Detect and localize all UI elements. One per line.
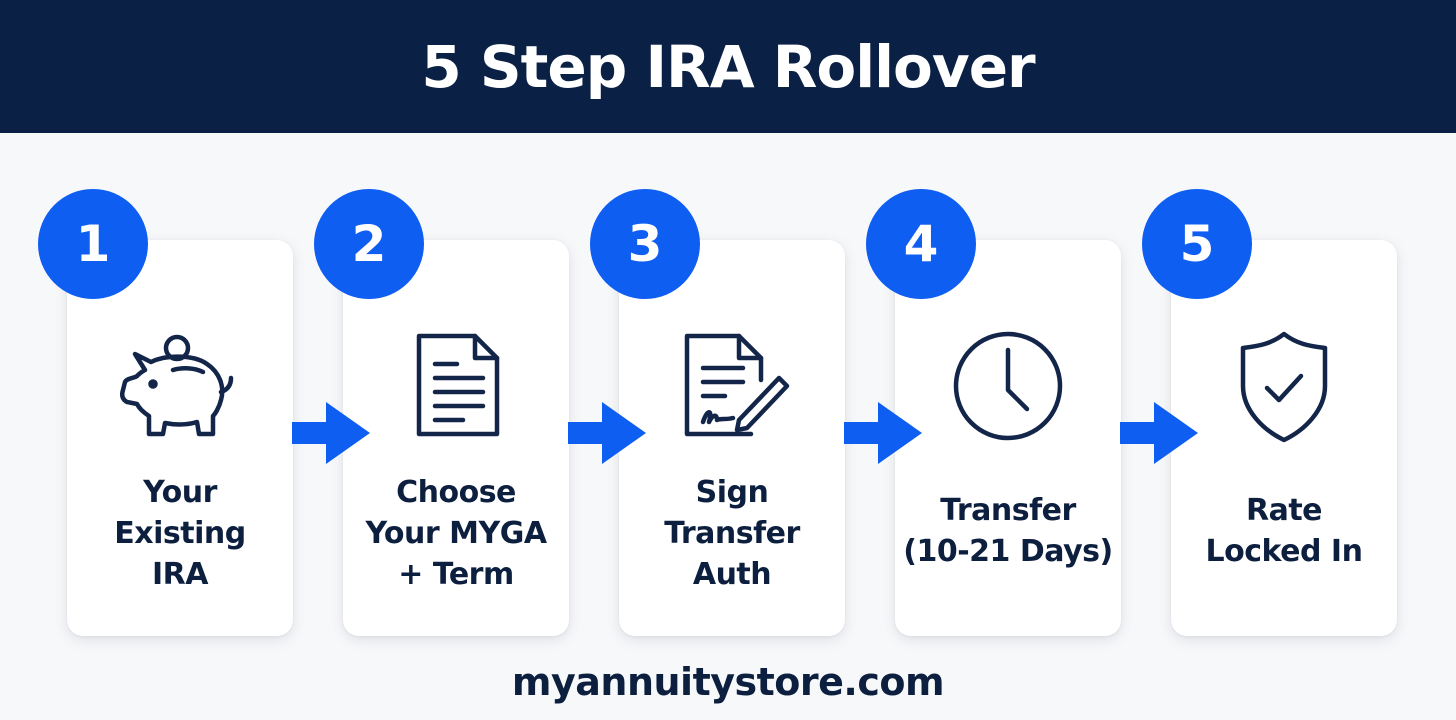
step-number-badge: 4 (866, 189, 976, 299)
step-label: Rate Locked In (1205, 493, 1363, 569)
step-card-3: Sign Transfer Auth (619, 240, 845, 636)
signed-document-icon (667, 330, 797, 448)
clock-icon (943, 330, 1073, 448)
piggy-bank-icon (115, 330, 245, 448)
shield-check-icon (1219, 330, 1349, 448)
header-banner: 5 Step IRA Rollover (0, 0, 1456, 133)
step-number-badge: 2 (314, 189, 424, 299)
step-card-1: Your Existing IRA (67, 240, 293, 636)
arrow-right-icon (292, 402, 370, 464)
document-icon (391, 330, 521, 448)
step-card-4: Transfer (10-21 Days) (895, 240, 1121, 636)
step-label: Sign Transfer Auth (664, 475, 800, 592)
step-label: Your Existing IRA (114, 475, 246, 592)
page-title: 5 Step IRA Rollover (421, 32, 1035, 101)
arrow-right-icon (1120, 402, 1198, 464)
arrow-right-icon (844, 402, 922, 464)
step-label: Transfer (10-21 Days) (903, 493, 1113, 569)
website-link[interactable]: myannuitystore.com (511, 660, 945, 704)
step-number-badge: 1 (38, 189, 148, 299)
step-card-5: Rate Locked In (1171, 240, 1397, 636)
step-number-badge: 3 (590, 189, 700, 299)
arrow-right-icon (568, 402, 646, 464)
step-label: Choose Your MYGA + Term (365, 475, 547, 592)
step-card-2: Choose Your MYGA + Term (343, 240, 569, 636)
step-number-badge: 5 (1142, 189, 1252, 299)
